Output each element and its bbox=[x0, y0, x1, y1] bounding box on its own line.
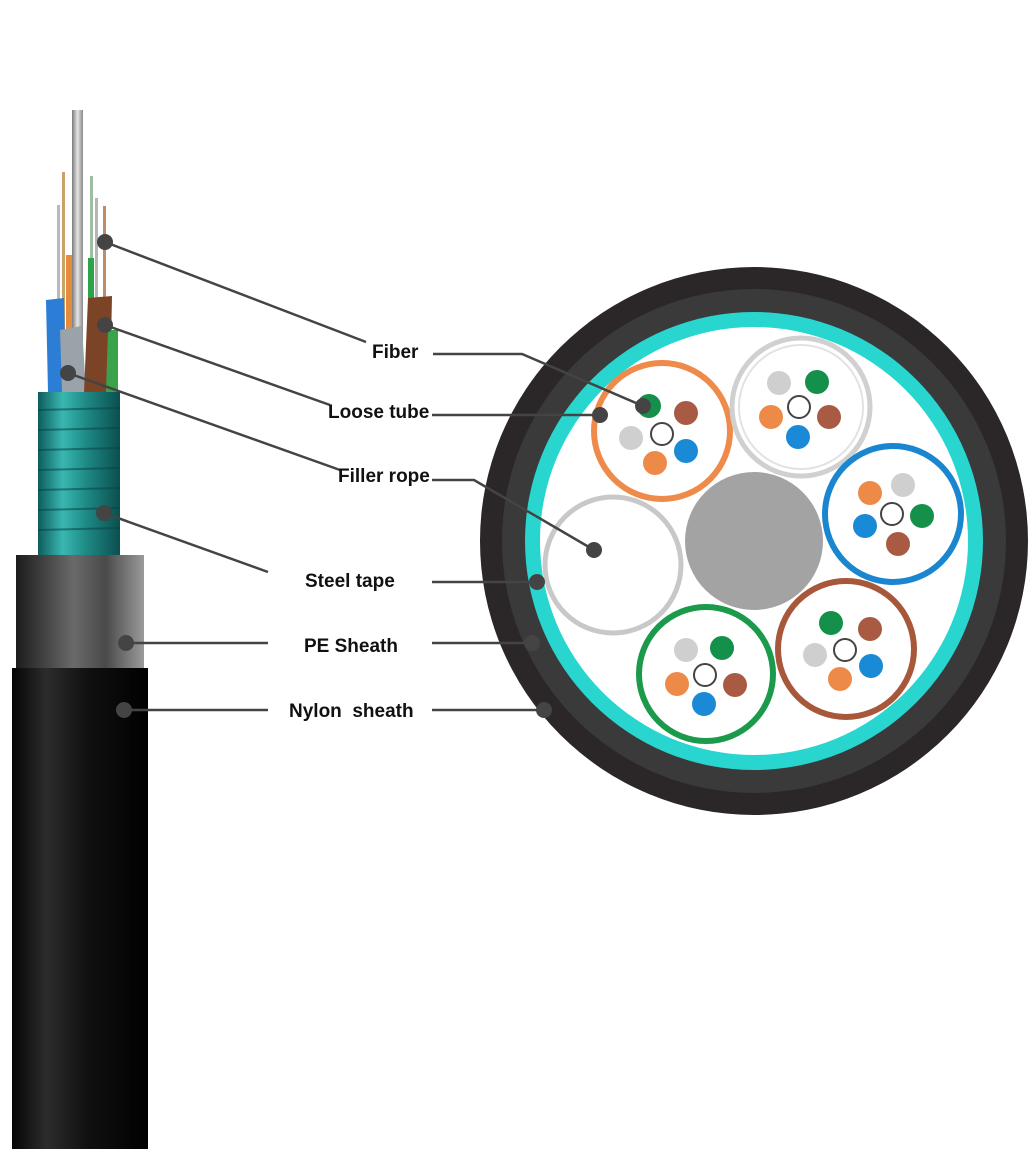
pointer-dots bbox=[60, 234, 651, 718]
fiber-center-ring bbox=[693, 663, 717, 687]
fiber-dot-right bbox=[635, 398, 651, 414]
fiber-center-ring bbox=[650, 422, 674, 446]
pe-sheath-dot-right bbox=[524, 635, 540, 651]
fiber-green-dot bbox=[710, 636, 734, 660]
fiber-strand bbox=[62, 172, 65, 402]
steel-tape-section bbox=[38, 392, 120, 557]
pe-sheath-section bbox=[16, 555, 144, 673]
cable-side-view bbox=[12, 110, 148, 1149]
filler-rope bbox=[542, 494, 684, 636]
cable-cross-section bbox=[480, 267, 1028, 815]
fiber-orange-dot bbox=[665, 672, 689, 696]
loose-tube-gray bbox=[729, 335, 873, 479]
fiber-center-ring bbox=[833, 638, 857, 662]
fiber-green-dot bbox=[805, 370, 829, 394]
filler-rope-left-pointer bbox=[67, 371, 341, 472]
fiber-center-ring bbox=[880, 502, 904, 526]
loose-tube-dot-right bbox=[592, 407, 608, 423]
filler-rope-dot-right bbox=[586, 542, 602, 558]
fiber-blue-dot bbox=[853, 514, 877, 538]
nylon-sheath-label: Nylon sheath bbox=[289, 701, 414, 722]
nylon-sheath-section bbox=[12, 668, 148, 1149]
loose-tube-blue bbox=[822, 443, 964, 585]
fiber-center-ring bbox=[787, 395, 811, 419]
fiber-brown-dot bbox=[858, 617, 882, 641]
fiber-brown-dot bbox=[723, 673, 747, 697]
fiber-brown-dot bbox=[817, 405, 841, 429]
loose-tube-dot-left bbox=[97, 317, 113, 333]
fiber-green-dot bbox=[819, 611, 843, 635]
loose-tube-gray bbox=[60, 326, 86, 392]
fiber-blue-dot bbox=[859, 654, 883, 678]
loose-tube-blue bbox=[46, 298, 66, 392]
filler-rope-dot-left bbox=[60, 365, 76, 381]
fiber-strand bbox=[66, 255, 72, 395]
fiber-blue-dot bbox=[786, 425, 810, 449]
fiber-blue-dot bbox=[674, 439, 698, 463]
nylon-sheath-dot-left bbox=[116, 702, 132, 718]
fiber-green-dot bbox=[910, 504, 934, 528]
fiber-gray-dot bbox=[767, 371, 791, 395]
nylon-sheath-dot-right bbox=[536, 702, 552, 718]
loose-tube-green bbox=[106, 330, 118, 392]
fiber-label: Fiber bbox=[372, 342, 419, 363]
loose-tube-brown bbox=[775, 578, 917, 720]
fiber-orange-dot bbox=[858, 481, 882, 505]
fiber-left-pointer bbox=[104, 240, 367, 344]
pe-sheath-label: PE Sheath bbox=[304, 636, 398, 657]
fiber-gray-dot bbox=[803, 643, 827, 667]
steel-tape-dot-left bbox=[96, 505, 112, 521]
loose-tube-label: Loose tube bbox=[328, 402, 429, 423]
loose-tube-left-pointer bbox=[104, 323, 331, 407]
leader-lines bbox=[67, 240, 644, 712]
central-strength-rod bbox=[72, 110, 83, 410]
fiber-orange-dot bbox=[643, 451, 667, 475]
fiber-right-pointer bbox=[433, 352, 644, 408]
loose-tube-orange bbox=[591, 360, 733, 502]
fiber-gray-dot bbox=[619, 426, 643, 450]
steel-tape-corrugation bbox=[37, 407, 121, 531]
fiber-gray-dot bbox=[674, 638, 698, 662]
fiber-gray-dot bbox=[891, 473, 915, 497]
fiber-brown-dot bbox=[674, 401, 698, 425]
fiber-orange-dot bbox=[759, 405, 783, 429]
loose-tube-green bbox=[636, 604, 776, 744]
pe-sheath-dot-left bbox=[118, 635, 134, 651]
steel-tape-dot-right bbox=[529, 574, 545, 590]
fiber-brown-dot bbox=[886, 532, 910, 556]
central-member bbox=[685, 472, 823, 610]
labels: Fiber Loose tube Filler rope Steel tape … bbox=[289, 342, 430, 722]
steel-tape-label: Steel tape bbox=[305, 571, 395, 592]
fiber-blue-dot bbox=[692, 692, 716, 716]
fiber-dot-left bbox=[97, 234, 113, 250]
filler-rope-label: Filler rope bbox=[338, 466, 430, 487]
steel-tape-left-pointer bbox=[103, 511, 269, 574]
fiber-orange-dot bbox=[828, 667, 852, 691]
filler-rope-right-pointer bbox=[432, 478, 595, 552]
